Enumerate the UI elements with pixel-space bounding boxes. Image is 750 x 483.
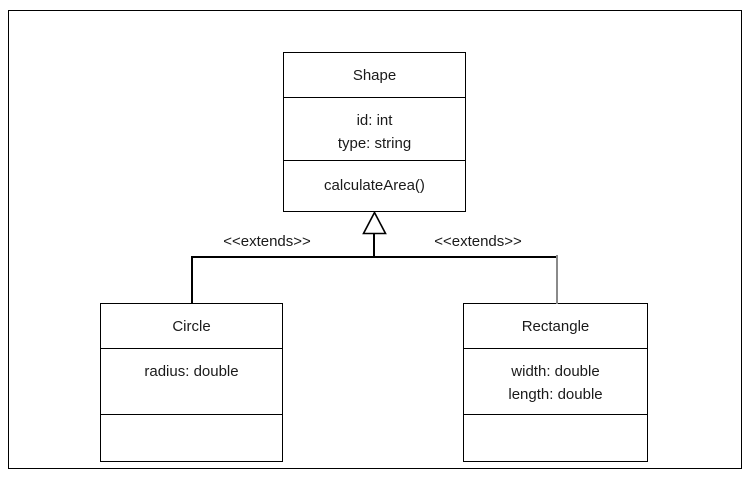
inheritance-connector-circle-vertical [191, 256, 193, 304]
attribute-line: radius: double [144, 363, 239, 380]
class-name-rectangle: Rectangle [464, 304, 647, 349]
class-name-shape: Shape [284, 53, 465, 98]
class-methods-circle [101, 415, 282, 461]
class-name-circle: Circle [101, 304, 282, 349]
method-line: calculateArea() [324, 177, 425, 195]
attribute-line: width: double [511, 363, 600, 380]
inheritance-connector-stem [373, 233, 375, 258]
extends-label-rectangle: <<extends>> [434, 233, 522, 250]
inheritance-connector-rectangle-vertical [556, 255, 558, 304]
attribute-line: length: double [508, 386, 603, 403]
class-box-rectangle: Rectangle width: double length: double [463, 303, 648, 462]
attribute-line: id: int [356, 112, 393, 129]
class-box-circle: Circle radius: double [100, 303, 283, 462]
class-attributes-shape: id: int type: string [284, 98, 465, 161]
class-methods-rectangle [464, 415, 647, 461]
class-methods-shape: calculateArea() [284, 161, 465, 212]
extends-label-circle: <<extends>> [223, 233, 311, 250]
class-attributes-rectangle: width: double length: double [464, 349, 647, 415]
inheritance-triangle-icon [362, 211, 387, 235]
class-attributes-circle: radius: double [101, 349, 282, 415]
attribute-line: type: string [337, 135, 412, 152]
class-box-shape: Shape id: int type: string calculateArea… [283, 52, 466, 212]
